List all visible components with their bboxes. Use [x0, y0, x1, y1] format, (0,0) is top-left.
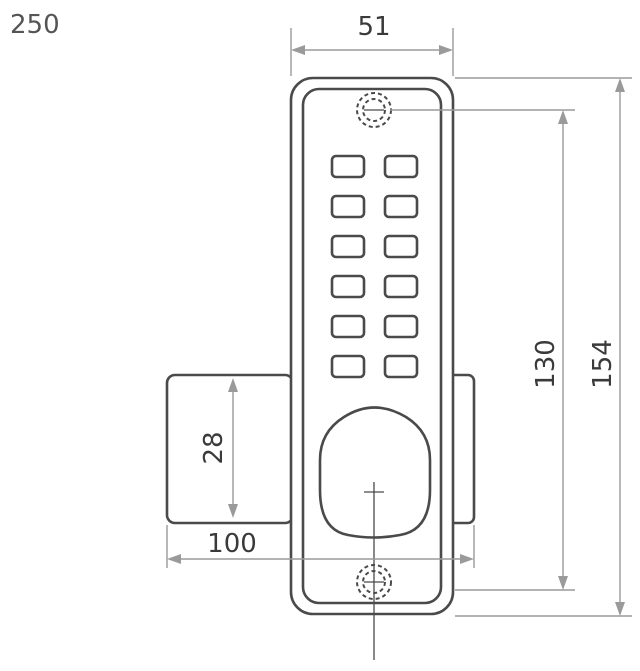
dimension-faceplate-height: 154 — [455, 77, 632, 617]
keypad-button — [383, 314, 419, 339]
faceplate-inner — [301, 87, 443, 605]
keypad-button — [330, 234, 366, 259]
latch-body-left — [165, 373, 295, 525]
dimension-backset: 100 — [166, 525, 475, 568]
faceplate-width-value: 51 — [357, 12, 390, 42]
keypad-button — [330, 314, 366, 339]
faceplate-outer — [289, 76, 455, 616]
faceplate-height-value: 154 — [588, 339, 618, 389]
dimension-screw-spacing: 130 — [390, 109, 575, 591]
keypad-button — [330, 274, 366, 299]
latch-height-value: 28 — [199, 431, 229, 464]
keypad-button — [330, 154, 366, 179]
keypad-button — [383, 274, 419, 299]
dimension-faceplate-width: 51 — [290, 12, 454, 76]
keypad-button — [383, 354, 419, 379]
screw-spacing-value: 130 — [531, 339, 561, 389]
knob — [318, 406, 432, 539]
keypad-button — [383, 194, 419, 219]
keypad-button — [330, 354, 366, 379]
dimension-latch-height: 28 — [199, 378, 238, 518]
model-label: 250 — [10, 10, 60, 40]
keypad — [330, 154, 419, 379]
keypad-button — [383, 154, 419, 179]
keypad-button — [330, 194, 366, 219]
keypad-button — [383, 234, 419, 259]
backset-value: 100 — [207, 529, 257, 559]
